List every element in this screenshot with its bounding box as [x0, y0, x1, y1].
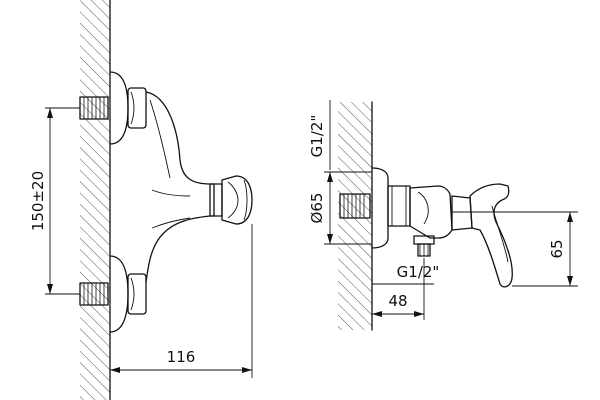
label-65: 65: [548, 239, 566, 258]
label-150-20: 150±20: [29, 171, 47, 231]
label-diameter-65: Ø65: [308, 193, 326, 224]
mixer-body-front: [145, 91, 253, 283]
lower-inlet: [79, 255, 147, 333]
label-g12-outlet: G1/2": [397, 263, 440, 281]
dimension-diameter: Ø65: [308, 171, 372, 245]
wall-hatching-right: [338, 101, 373, 331]
dimension-65-side: 65: [452, 211, 578, 287]
front-view: 150±20 116: [29, 0, 253, 400]
dimension-48: 48: [372, 284, 425, 320]
side-view: Ø65 G1/2" G1/2" 48 65: [308, 100, 578, 331]
thread-callout-inlet: G1/2": [308, 100, 331, 170]
label-116: 116: [167, 348, 196, 366]
dimension-height-front: 150±20: [29, 107, 80, 295]
label-48: 48: [388, 292, 407, 310]
thread-callout-outlet: G1/2": [372, 258, 440, 285]
dimension-depth-front: 116: [110, 224, 253, 378]
wall-hatching-left: [80, 0, 111, 400]
label-g12-inlet: G1/2": [308, 115, 326, 158]
mixer-body-side: [409, 183, 513, 288]
